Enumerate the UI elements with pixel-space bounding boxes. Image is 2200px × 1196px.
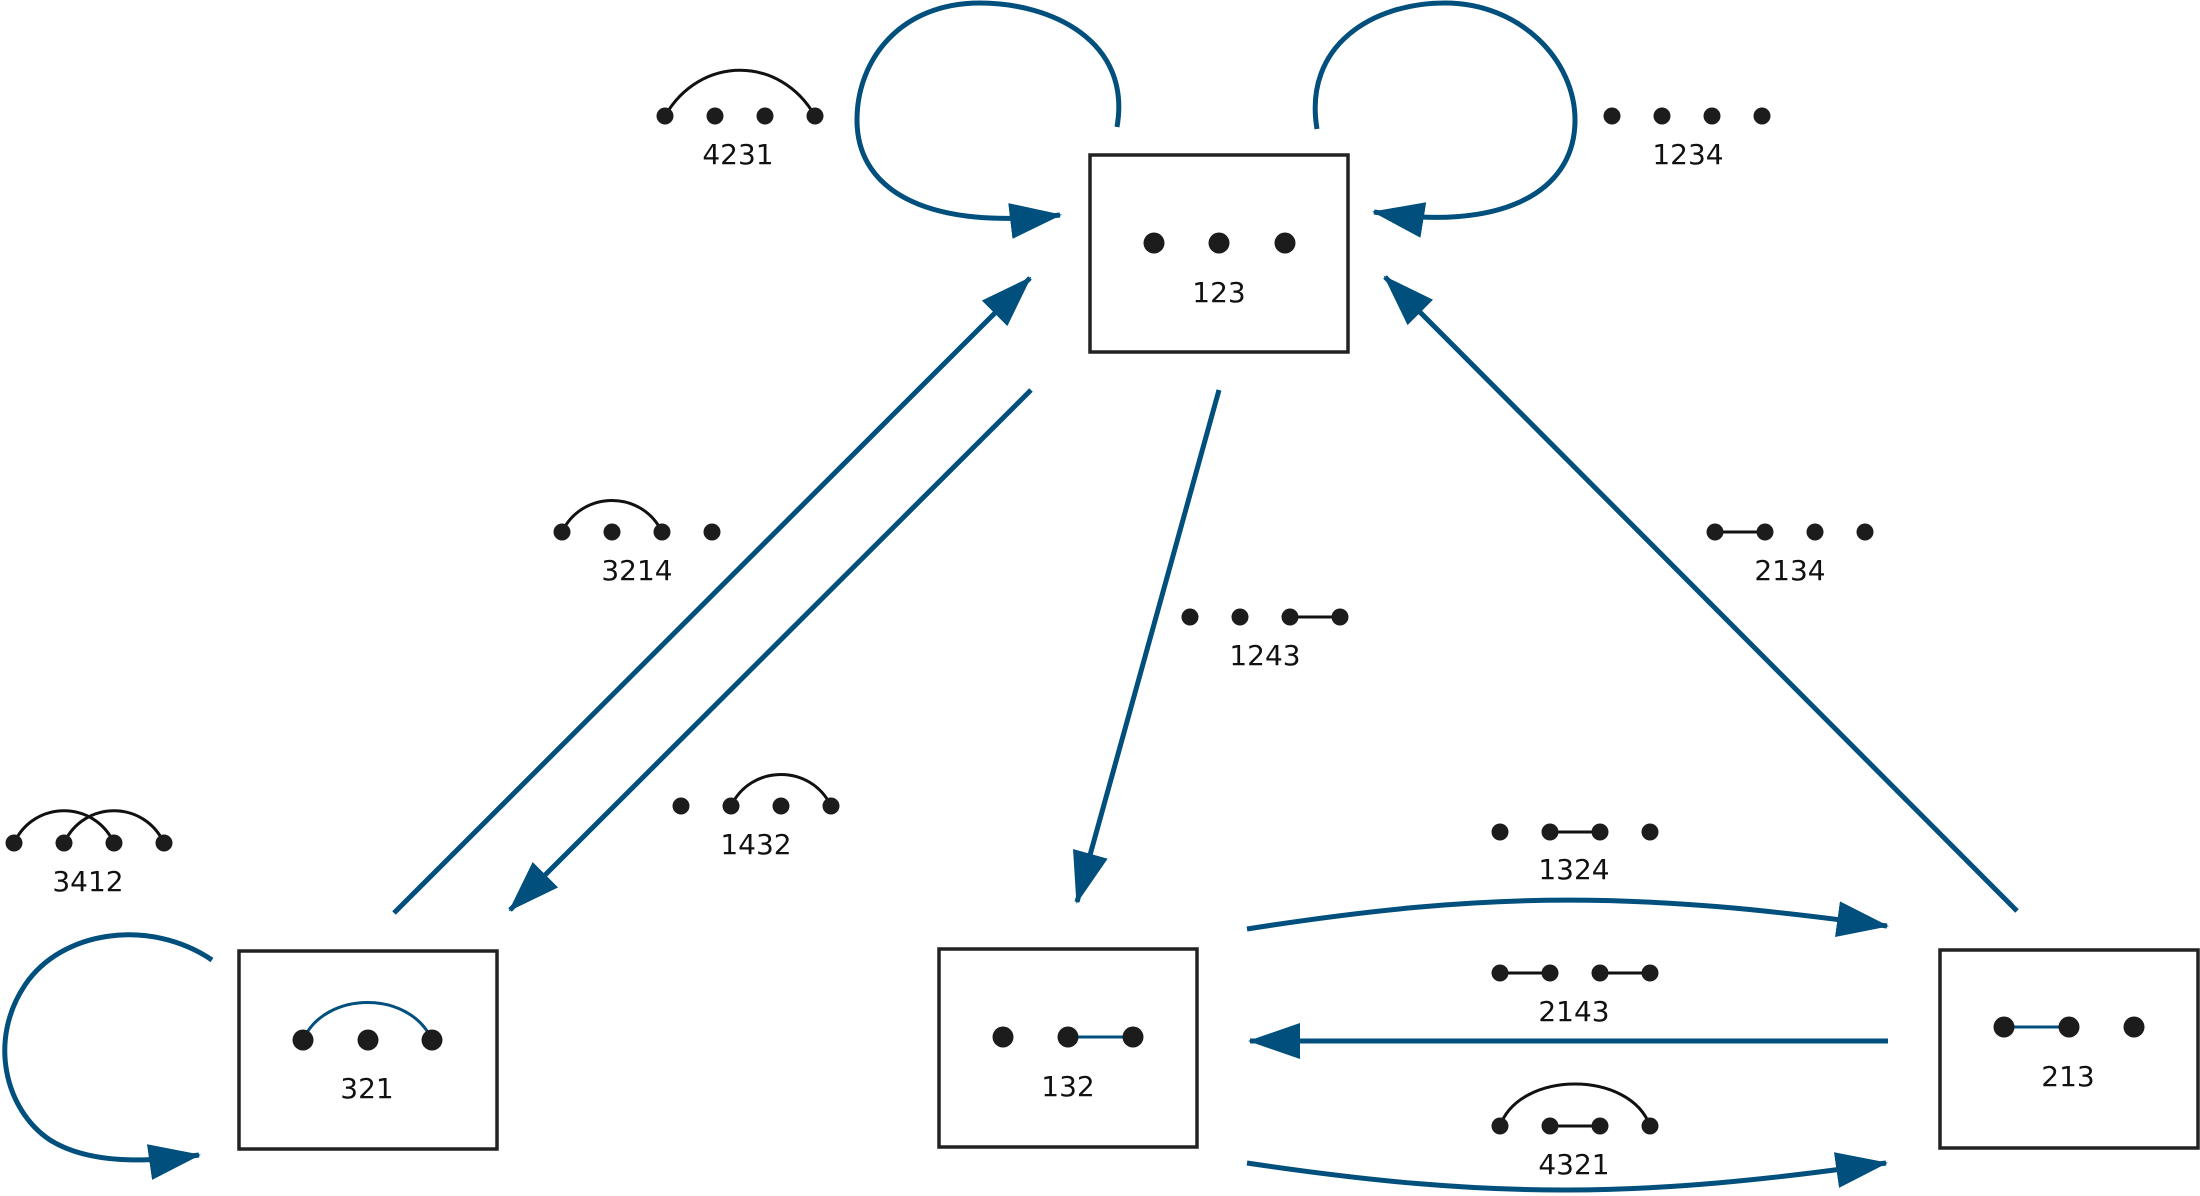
transition-1243: 1243 (1181, 608, 1349, 672)
transition-1234: 1234 (1603, 107, 1771, 171)
arrow-2134-213-to-123 (1383, 275, 2019, 913)
state-label-132: 132 (1041, 1070, 1094, 1103)
transition-4321: 4321 (1491, 1082, 1659, 1181)
arrow-3214-321-to-123 (392, 276, 1032, 915)
arrow-3412-self-loop-321 (2, 932, 214, 1180)
state-123: 123 (1088, 153, 1350, 354)
arrow-4321-132-to-213 (1246, 1152, 1888, 1193)
state-label-213: 213 (2041, 1060, 2094, 1093)
state-321: 321 (237, 949, 499, 1151)
transition-label-2134: 2134 (1754, 554, 1825, 587)
state-label-123: 123 (1192, 276, 1245, 309)
transition-3214: 3214 (553, 499, 721, 587)
arrow-1234-self-loop-123 (1312, 0, 1578, 238)
transition-1324: 1324 (1491, 823, 1659, 886)
transition-label-4321: 4321 (1538, 1148, 1609, 1181)
arrow-4231-self-loop-123 (854, 0, 1122, 239)
transition-1432: 1432 (672, 773, 840, 861)
state-label-321: 321 (340, 1072, 393, 1105)
transition-2134: 2134 (1706, 523, 1874, 587)
arrow-1243-123-to-132 (1073, 389, 1222, 904)
transition-4231: 4231 (656, 68, 824, 171)
transition-label-1432: 1432 (720, 828, 791, 861)
state-132: 132 (937, 947, 1199, 1149)
transition-label-1324: 1324 (1538, 853, 1609, 886)
arrow-1432-123-to-321 (508, 388, 1033, 912)
transition-label-3412: 3412 (52, 865, 123, 898)
transition-label-4231: 4231 (702, 138, 773, 171)
transition-label-2143: 2143 (1538, 995, 1609, 1028)
transition-label-1243: 1243 (1229, 639, 1300, 672)
transition-2143: 2143 (1491, 964, 1659, 1028)
transition-label-1234: 1234 (1652, 138, 1723, 171)
transition-3412: 3412 (5, 809, 173, 898)
transition-label-3214: 3214 (601, 554, 672, 587)
state-213: 213 (1938, 948, 2200, 1150)
arrow-1324-132-to-213 (1246, 897, 1889, 938)
